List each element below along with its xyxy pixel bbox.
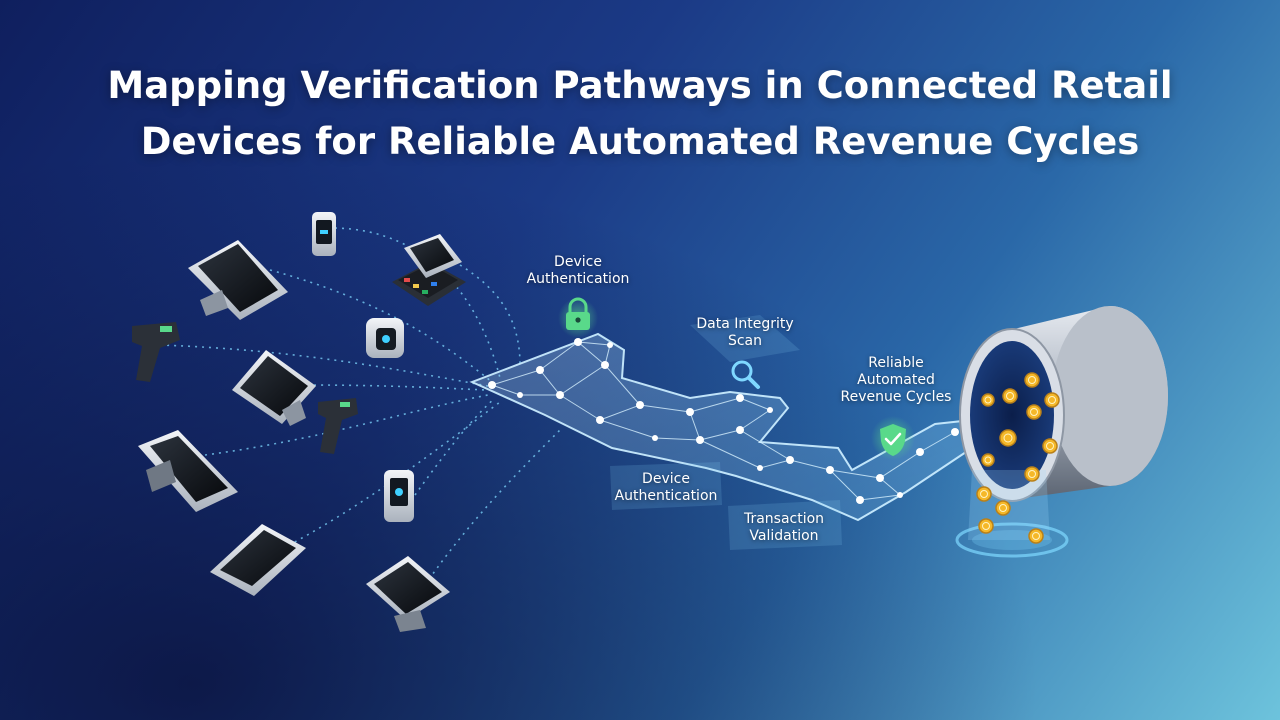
label-line: Revenue Cycles [840, 389, 952, 405]
network-node [736, 394, 744, 402]
network-node [736, 426, 744, 434]
label-line: Scan [727, 333, 763, 349]
coin-icon [999, 429, 1017, 447]
label-transaction-validation: Transaction Validation [714, 511, 854, 545]
plinth-device-auth-bottom [610, 462, 722, 510]
network-node [786, 456, 794, 464]
network-edges [491, 341, 956, 501]
label-line: Authentication [526, 271, 630, 287]
pos-terminal-icon [188, 240, 288, 320]
network-node [856, 496, 864, 504]
network-node [826, 466, 834, 474]
coin-icon [995, 500, 1011, 516]
magnifier-icon [731, 360, 760, 389]
network-node [517, 392, 523, 398]
coin-icon [1024, 372, 1040, 388]
stream-line [424, 429, 561, 586]
label-device-authentication-bottom: Device Authentication [596, 471, 736, 505]
label-data-integrity-scan: Data Integrity Scan [672, 316, 818, 350]
card-reader-icon [312, 212, 336, 256]
network-node [636, 401, 644, 409]
label-line: Transaction [743, 511, 825, 527]
data-streams [159, 227, 561, 586]
coins [976, 372, 1060, 544]
stream-line [459, 264, 521, 366]
coin-icon [1024, 466, 1040, 482]
plinth-data-integrity [690, 315, 800, 362]
network-node [876, 474, 884, 482]
coin-icon [1026, 404, 1042, 420]
card-terminal-icon [210, 524, 306, 596]
card-reader-icon [384, 470, 414, 522]
cylinder-far-end [1052, 306, 1168, 486]
network-nodes [488, 338, 959, 504]
stream-line [299, 384, 487, 391]
coin-icon [978, 518, 994, 534]
label-line: Device [554, 254, 602, 270]
title-line-2: Devices for Reliable Automated Revenue C… [140, 120, 1140, 163]
network-node [574, 338, 582, 346]
lock-icon [558, 297, 598, 338]
stream-line [334, 227, 501, 379]
label-line: Automated [857, 372, 935, 388]
label-plinths [610, 315, 842, 550]
shield-check-icon [871, 416, 915, 460]
network-node [556, 391, 564, 399]
coin-icon [1002, 388, 1018, 404]
coin-icon [976, 486, 992, 502]
label-line: Device [642, 471, 690, 487]
network-node [607, 342, 613, 348]
coin-icon [1044, 392, 1060, 408]
network-node [488, 381, 496, 389]
cylinder-opening [970, 341, 1054, 489]
network-node [897, 492, 903, 498]
pos-terminal-icon [232, 350, 316, 426]
pos-terminal-icon [138, 430, 238, 512]
label-reliable-automated-revenue-cycles: Reliable Automated Revenue Cycles [826, 355, 966, 406]
coin-icon [1028, 528, 1044, 544]
barcode-scanner-icon [132, 322, 180, 382]
network-node [652, 435, 658, 441]
stream-line [269, 269, 493, 383]
coin-icon [1042, 438, 1058, 454]
cylinder-floor-ring [955, 522, 1069, 558]
plinth-transaction [728, 500, 842, 550]
label-line: Data Integrity [696, 316, 794, 332]
barcode-scanner-icon [318, 398, 358, 454]
page-title: Mapping Verification Pathways in Connect… [0, 58, 1280, 170]
network-node [767, 407, 773, 413]
network-node [916, 448, 924, 456]
network-node [757, 465, 763, 471]
coin-icon [981, 393, 995, 407]
puck-scanner-icon [366, 318, 404, 358]
title-line-1: Mapping Verification Pathways in Connect… [107, 64, 1173, 107]
network-node [951, 428, 959, 436]
label-line: Authentication [614, 488, 718, 504]
network-node [601, 361, 609, 369]
tablet-pos-icon [366, 556, 450, 632]
retail-devices [132, 212, 466, 632]
revenue-cylinder [955, 306, 1168, 558]
stream-line [159, 344, 489, 387]
label-line: Validation [749, 528, 819, 544]
network-node [686, 408, 694, 416]
network-node [536, 366, 544, 374]
coin-icon [981, 453, 995, 467]
stream-line [204, 394, 489, 456]
network-node [696, 436, 704, 444]
label-line: Reliable [868, 355, 924, 371]
payment-terminal-icon [392, 234, 466, 306]
label-device-authentication-top: Device Authentication [508, 254, 648, 288]
network-node [596, 416, 604, 424]
stream-line [414, 397, 496, 496]
